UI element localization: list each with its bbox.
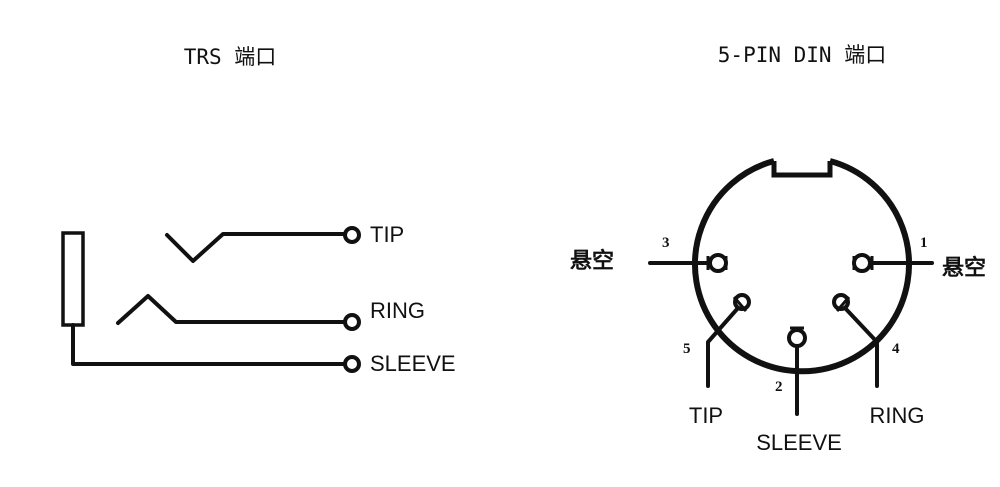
trs-sleeve-label: SLEEVE [370, 351, 456, 376]
trs-sleeve-body [61, 231, 85, 327]
trs-ring-terminal [343, 313, 361, 331]
din-pin4-number: 4 [892, 341, 900, 357]
din-pin5-lead [706, 306, 740, 388]
trs-sleeve-wire [71, 323, 346, 366]
din-ring-label: RING [870, 403, 925, 428]
din-shell [692, 158, 912, 375]
din-pin4-lead [843, 306, 879, 388]
din-pin5 [732, 293, 751, 312]
din-pin3-nc-label: 悬空 [570, 248, 614, 274]
trs-sleeve-terminal [343, 355, 361, 373]
din-pin2-number: 2 [775, 379, 783, 395]
din-pin1-number: 1 [920, 235, 928, 251]
din-tip-label: TIP [689, 403, 723, 428]
din-pin5-number: 5 [683, 341, 691, 357]
din-pin1-nc-label: 悬空 [942, 255, 986, 281]
trs-tip-wire [165, 232, 346, 263]
din-title: 5-PIN DIN 端口 [718, 43, 886, 67]
trs-ring-wire [116, 294, 346, 325]
din-pin3 [706, 253, 728, 273]
din-key-notch [771, 161, 833, 178]
din-diagram: 5-PIN DIN 端口 3 悬空 1 悬空 5 TIP [570, 43, 986, 455]
trs-tip-terminal [343, 226, 361, 244]
din-pin1 [852, 253, 874, 273]
trs-title: TRS 端口 [184, 45, 277, 69]
din-sleeve-label: SLEEVE [756, 430, 842, 455]
trs-diagram: TRS 端口 TIP RING SLEEVE [61, 45, 456, 376]
trs-tip-label: TIP [370, 222, 404, 247]
din-pin2 [787, 326, 807, 348]
din-pin4 [832, 293, 851, 312]
trs-ring-label: RING [370, 298, 425, 323]
din-pin3-number: 3 [662, 235, 670, 251]
